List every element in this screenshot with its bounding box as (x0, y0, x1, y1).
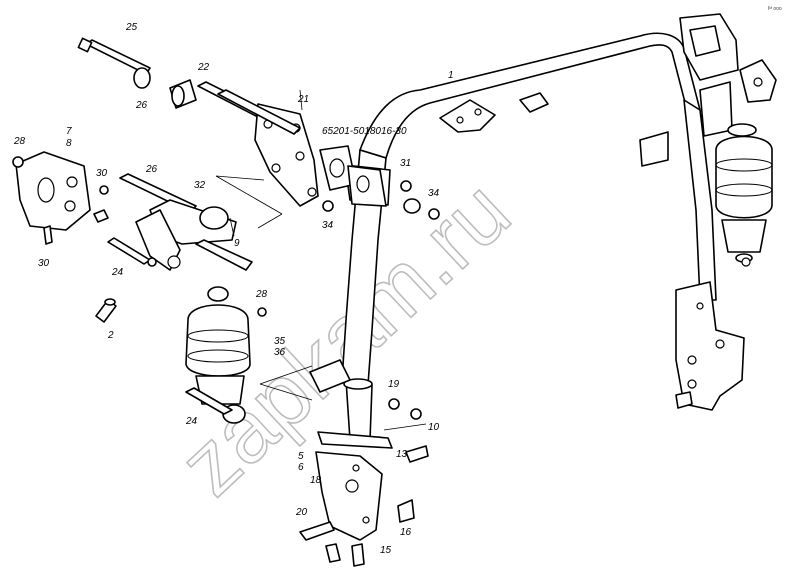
label-36: 36 (274, 347, 286, 358)
label-31: 31 (400, 158, 411, 169)
label-22: 22 (197, 62, 210, 73)
fasteners (299, 180, 440, 567)
lever-arm-32-9 (107, 173, 253, 271)
label-30-lower: 30 (38, 258, 50, 269)
upper-right-bracket (639, 13, 777, 167)
label-5: 5 (298, 451, 304, 462)
label-8: 8 (66, 138, 72, 149)
label-7: 7 (66, 126, 72, 137)
label-1: 1 (448, 70, 454, 81)
label-24-upper: 24 (111, 267, 124, 278)
label-part-code: 65201-5018016-30 (322, 126, 407, 137)
label-25: 25 (125, 22, 138, 33)
label-28-left: 28 (13, 136, 26, 147)
label-16: 16 (400, 527, 412, 538)
label-13: 13 (396, 449, 408, 460)
leader-lines (215, 89, 427, 431)
label-2: 2 (107, 330, 114, 341)
part-labels: 1 2 5 6 7 8 9 10 13 15 16 18 19 20 21 22… (13, 22, 454, 556)
label-10: 10 (428, 422, 440, 433)
label-35: 35 (274, 336, 286, 347)
label-32: 32 (194, 180, 206, 191)
label-9: 9 (234, 238, 240, 249)
label-34-right: 34 (428, 188, 440, 199)
label-21: 21 (297, 94, 309, 105)
label-34-left: 34 (322, 220, 334, 231)
label-28-right: 28 (255, 289, 268, 300)
label-15: 15 (380, 545, 392, 556)
right-lower-plate (675, 257, 751, 411)
left-air-bellow (185, 286, 267, 424)
label-18: 18 (310, 475, 322, 486)
small-shaft-2 (95, 298, 117, 323)
gasket-plates (319, 145, 387, 207)
right-air-bellow (715, 123, 773, 263)
label-20: 20 (295, 507, 308, 518)
pin-bolts-22-25-26 (77, 37, 301, 135)
label-30-upper: 30 (96, 168, 108, 179)
label-6: 6 (298, 462, 304, 473)
corner-code: Iᴹ ooo (768, 6, 782, 12)
label-19: 19 (388, 379, 400, 390)
label-26-upper: 26 (135, 100, 148, 111)
lower-bracket-5-6 (315, 451, 383, 541)
label-24-lower: 24 (185, 416, 198, 427)
plate-21 (254, 103, 319, 207)
label-26-lower: 26 (145, 164, 158, 175)
left-bracket-7-8 (12, 151, 109, 245)
